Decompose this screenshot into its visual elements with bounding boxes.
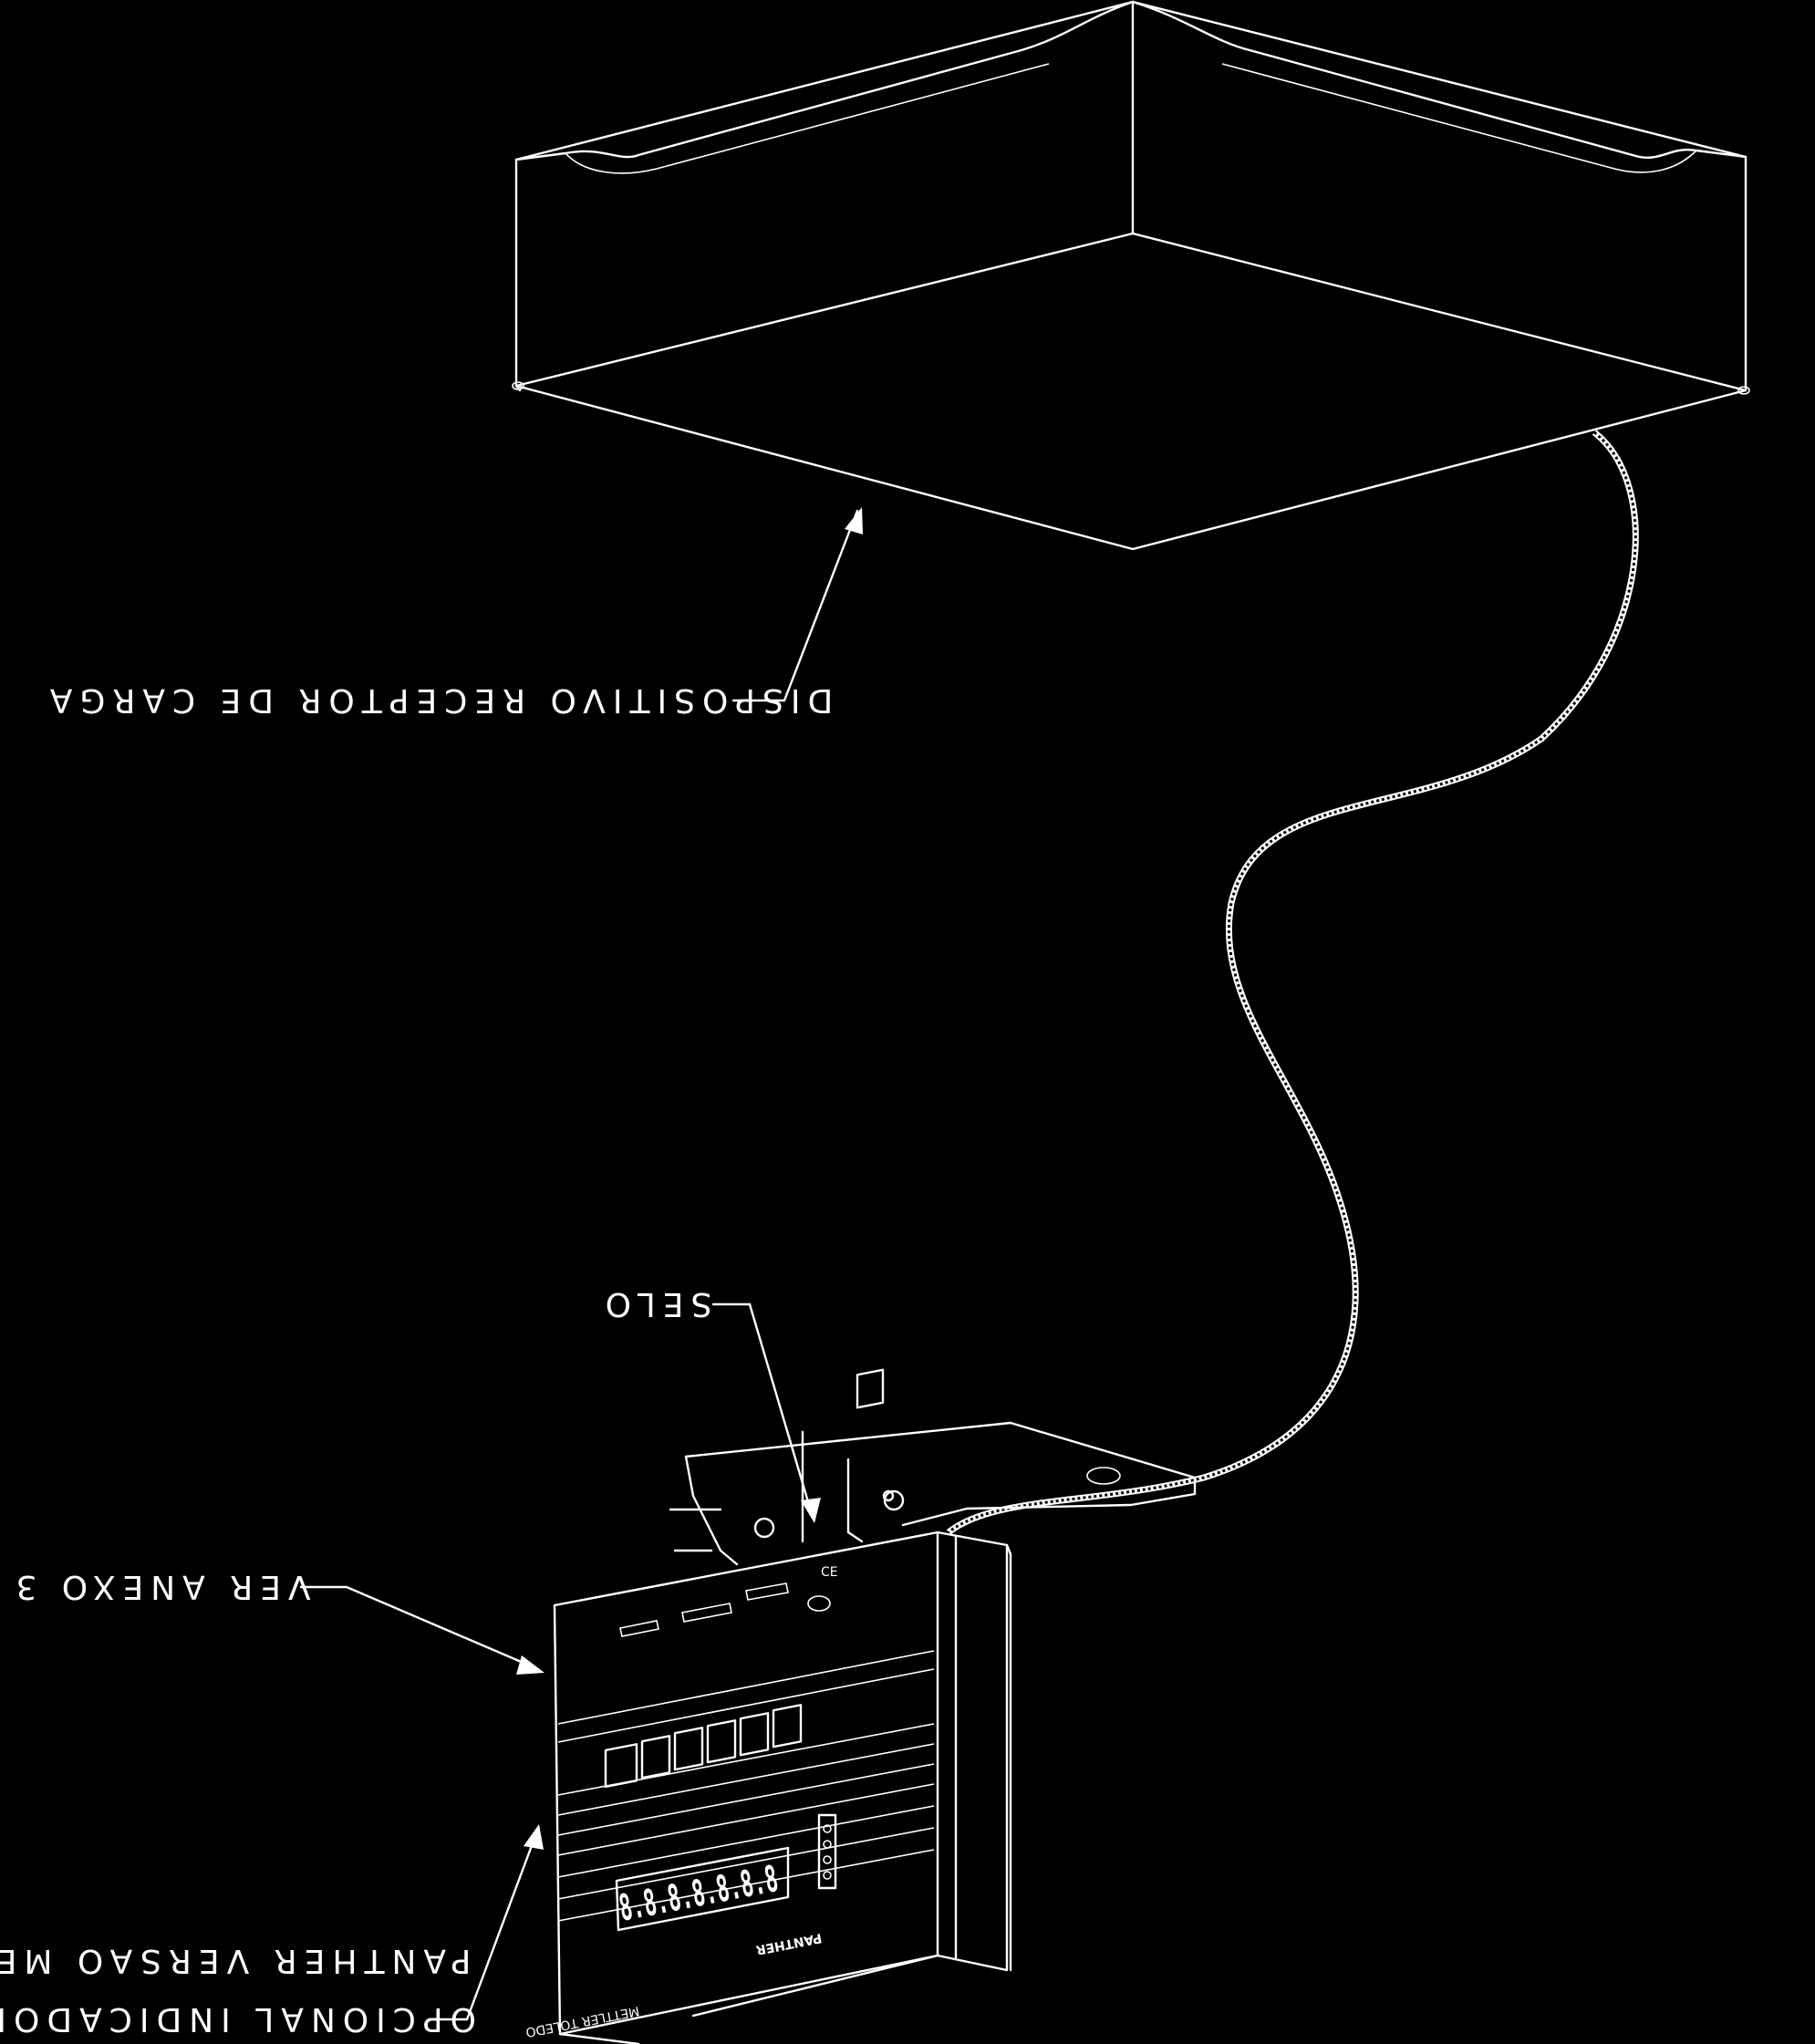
zero-key[interactable] [604, 1743, 638, 1789]
indicator-label-line1: PANTHER VERSAO MESA [0, 1942, 471, 1979]
status-lamps [817, 1813, 837, 1890]
model-logo: PANTHER [754, 1930, 823, 1957]
arrow-head [516, 1655, 544, 1675]
print-key[interactable] [772, 1704, 803, 1748]
weight-display: 8.8.8.8.8.8.8 [615, 1846, 790, 1932]
memory-key[interactable] [706, 1719, 737, 1764]
arrow-head [801, 1498, 821, 1523]
load-cell-cable [946, 430, 1639, 1535]
keypad [604, 1704, 803, 1789]
brand-logo: METTLER TOLEDO [524, 2003, 640, 2039]
arrow-head [524, 1824, 544, 1850]
mounting-bracket [669, 1421, 1197, 1566]
ce-mark: CE [821, 1565, 838, 1580]
connector-plates [619, 1582, 789, 1637]
clear-key[interactable] [673, 1727, 704, 1771]
load-receiver-callout: DISPOSITIVO RECEPTOR DE CARGA [43, 507, 863, 719]
load-receiver-platform [512, 0, 1750, 551]
tare-key[interactable] [640, 1735, 671, 1779]
seal-callout: SELO [598, 1285, 821, 1523]
load-receiver-label: DISPOSITIVO RECEPTOR DE CARGA [43, 681, 833, 719]
panther-indicator: CE 8.8.8.8.8.8.8 [524, 1368, 1012, 2044]
seal-label: SELO [598, 1285, 712, 1323]
display-digits: 8.8.8.8.8.8.8 [616, 1858, 782, 1930]
see-annex-label: VER ANEXO 3 [8, 1568, 310, 1605]
arrow-head [845, 507, 863, 534]
switch-key[interactable] [739, 1712, 770, 1757]
see-annex-callout: VER ANEXO 3 [8, 1568, 544, 1675]
indicator-label-line2: OPCIONAL INDICADOR [0, 2000, 476, 2038]
indicator-callout: PANTHER VERSAO MESA OPCIONAL INDICADOR [0, 1824, 544, 2038]
